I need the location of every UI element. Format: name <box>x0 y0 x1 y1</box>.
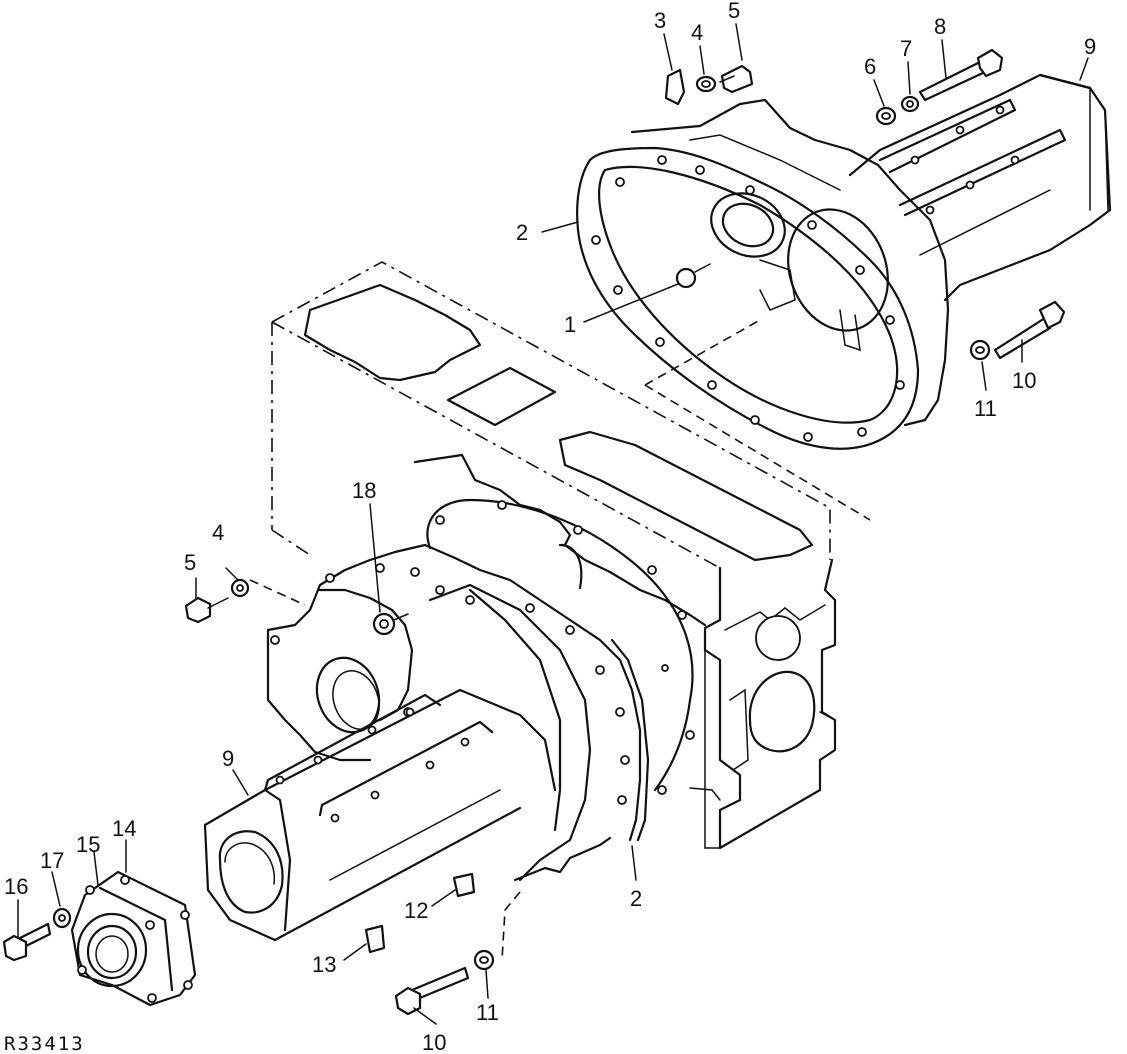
upper-fasteners <box>664 48 1066 361</box>
callout-17: 17 <box>40 848 64 873</box>
leader-lines <box>17 23 1089 1025</box>
callout-14: 14 <box>112 816 136 841</box>
callout-8: 8 <box>934 14 946 39</box>
callout-16: 16 <box>4 874 28 899</box>
callout-5-upper: 5 <box>728 0 740 23</box>
callout-6: 6 <box>864 54 876 79</box>
bearing-cap <box>70 870 197 1007</box>
callout-15: 15 <box>76 832 100 857</box>
callout-12: 12 <box>404 898 428 923</box>
callout-11-upper: 11 <box>974 396 997 421</box>
callout-5-lower: 5 <box>184 550 196 575</box>
figure-reference-code: R33413 <box>4 1033 85 1054</box>
callout-13: 13 <box>312 952 336 977</box>
callout-7: 7 <box>900 36 912 61</box>
callout-2-upper: 2 <box>516 220 528 245</box>
callout-labels: 3 4 5 6 7 8 9 2 1 10 11 18 4 5 9 2 12 13… <box>4 0 1096 1054</box>
callout-9-lower: 9 <box>222 746 234 771</box>
callout-9-upper: 9 <box>1084 34 1096 59</box>
lower-axle-housing <box>203 543 650 961</box>
lower-fasteners <box>2 578 495 1016</box>
callout-3: 3 <box>654 8 666 33</box>
transmission-case <box>271 261 837 850</box>
upper-axle-housing <box>576 73 1112 521</box>
callout-18: 18 <box>352 478 376 503</box>
callout-4-upper: 4 <box>691 20 703 45</box>
callout-10-lower: 10 <box>422 1030 446 1054</box>
callout-11-lower: 11 <box>476 1000 499 1025</box>
callout-1: 1 <box>564 312 576 337</box>
callout-10-upper: 10 <box>1012 368 1036 393</box>
callout-4-lower: 4 <box>212 520 224 545</box>
callout-2-lower: 2 <box>630 886 642 911</box>
